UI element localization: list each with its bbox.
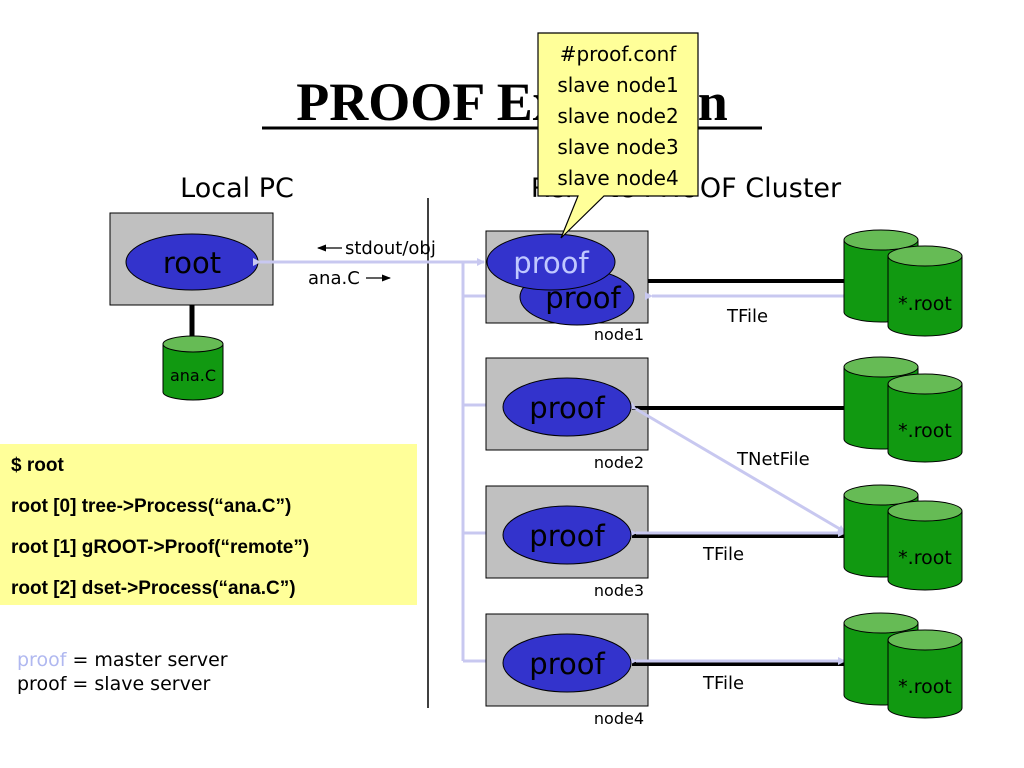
node2-db-front <box>887 373 963 463</box>
command-line: root [1] gROOT->Proof(“remote”) <box>11 537 309 558</box>
master-proof-label: proof <box>513 246 589 280</box>
stdout-label: stdout/obj <box>345 238 436 259</box>
node1-label: node1 <box>594 325 644 344</box>
root-label: root <box>163 246 221 280</box>
node3-proof-label: proof <box>529 519 605 553</box>
node2-tnetfile-arrow <box>627 402 846 534</box>
ana-c-arrow-label: ana.C <box>308 268 360 289</box>
conf-line: slave node2 <box>557 104 678 128</box>
master-proof-ellipse <box>486 233 616 291</box>
node3-db-front <box>887 500 963 591</box>
command-line: $ root <box>11 455 64 476</box>
node4-file-label: TFile <box>702 673 744 694</box>
ana-c-db-label: ana.C <box>170 366 216 385</box>
node4-db-front <box>887 629 963 719</box>
node3-proof-ellipse <box>502 505 632 565</box>
ana-c-database <box>162 335 224 401</box>
node2-proof-label: proof <box>529 391 605 425</box>
local-pc-label: Local PC <box>180 173 294 204</box>
node4-label: node4 <box>594 709 644 728</box>
conf-line: slave node3 <box>557 135 678 159</box>
proof-conf-callout <box>537 32 699 239</box>
node3-label: node3 <box>594 581 644 600</box>
legend-master: proof = master server <box>17 649 228 671</box>
legend-master-word: proof <box>17 649 68 671</box>
node2-proof-ellipse <box>502 377 632 437</box>
conf-line: slave node4 <box>557 166 678 190</box>
conf-line: slave node1 <box>557 73 678 97</box>
node1-db-front <box>887 245 963 337</box>
node4-db-label: *.root <box>898 676 952 698</box>
legend-slave: proof = slave server <box>17 673 211 695</box>
node2-label: node2 <box>594 453 644 472</box>
node4-proof-label: proof <box>529 647 605 681</box>
legend-master-rest: = master server <box>66 649 227 671</box>
node1-db-label: *.root <box>898 293 952 315</box>
node3-file-label: TFile <box>702 544 744 565</box>
node1-file-label: TFile <box>726 306 768 327</box>
command-box <box>0 444 417 605</box>
command-line: root [2] dset->Process(“ana.C”) <box>11 578 296 599</box>
node2-file-label: TNetFile <box>736 449 810 470</box>
conf-line: #proof.conf <box>560 42 678 66</box>
command-line: root [0] tree->Process(“ana.C”) <box>11 496 291 517</box>
node3-db-label: *.root <box>898 547 952 569</box>
node2-db-label: *.root <box>898 420 952 442</box>
node4-proof-ellipse <box>502 633 632 693</box>
